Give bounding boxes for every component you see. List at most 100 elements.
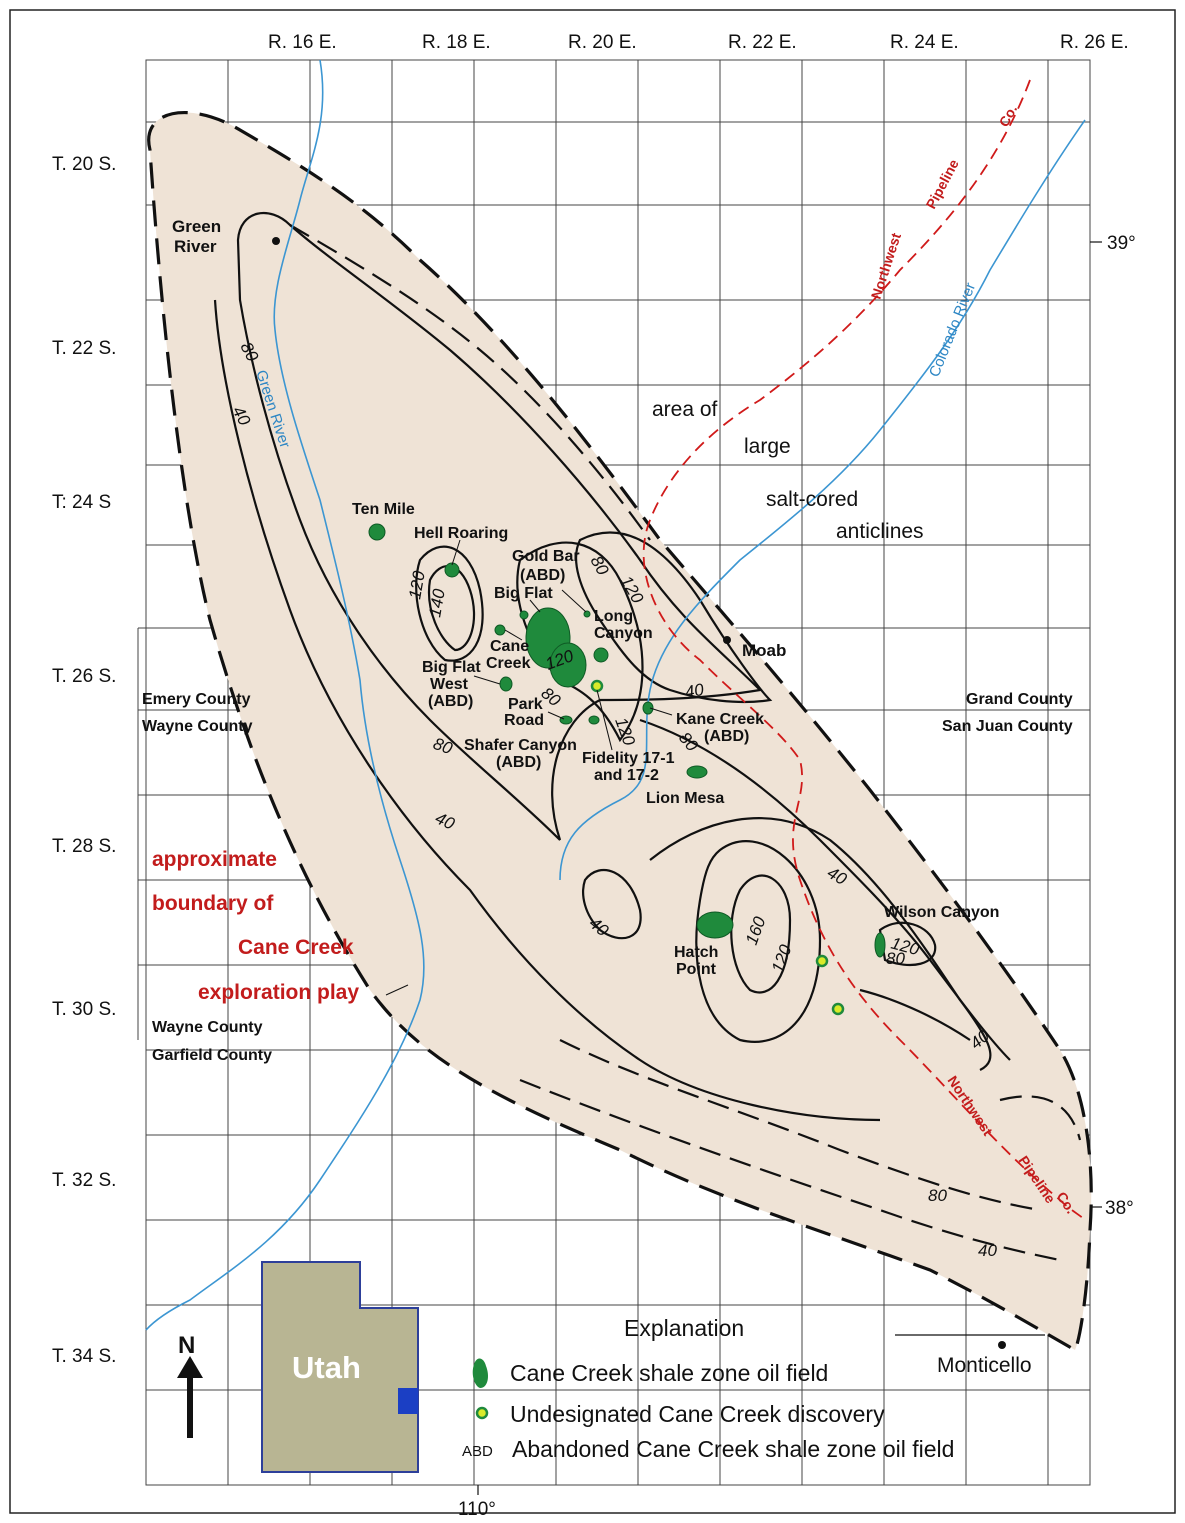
discovery-east-2	[831, 1002, 845, 1016]
small-field-1	[519, 610, 529, 620]
range-24: R. 24 E.	[890, 32, 959, 53]
legend-discovery-text: Undesignated Cane Creek discovery	[510, 1401, 885, 1427]
longitude-110: 110°	[458, 1499, 496, 1520]
lion-mesa-field	[686, 765, 708, 779]
legend-abandoned-text: Abandoned Cane Creek shale zone oil fiel…	[512, 1436, 954, 1462]
lion-mesa-label: Lion Mesa	[646, 790, 724, 807]
leader-big-flat	[529, 599, 541, 613]
garfield-county-label: Garfield County	[152, 1047, 272, 1064]
park-road-label-1: Park	[508, 696, 543, 713]
big-flat-west-field	[499, 676, 513, 692]
range-20: R. 20 E.	[568, 32, 637, 53]
discovery-fidelity	[590, 679, 604, 693]
contour-40-loop	[582, 869, 642, 940]
contour-label-140: 140	[425, 587, 449, 619]
contour-120-loop	[415, 545, 484, 662]
wayne-county-north-label: Wayne County	[142, 718, 253, 735]
north-arrow-head	[177, 1356, 203, 1378]
ten-mile-field	[368, 523, 386, 541]
township-20: T. 20 S.	[52, 154, 116, 175]
play-note-3: Cane Creek	[238, 936, 354, 959]
utah-label: Utah	[292, 1350, 361, 1385]
township-32: T. 32 S.	[52, 1170, 116, 1191]
hatch-point-field	[696, 911, 734, 939]
kane-creek-label-2: (ABD)	[704, 728, 749, 745]
pipeline-line	[642, 79, 1086, 1221]
ten-mile-label: Ten Mile	[352, 501, 415, 518]
big-flat-label: Big Flat	[494, 585, 553, 602]
leader-hell-roaring	[451, 539, 461, 566]
contour-label-40-b: 40	[683, 680, 705, 702]
big-flat-west-label-3: (ABD)	[428, 693, 473, 710]
range-22: R. 22 E.	[728, 32, 797, 53]
leader-play	[385, 984, 409, 996]
contour-dashed-east	[999, 1095, 1082, 1141]
contour-120-hatch	[695, 840, 822, 1043]
long-canyon-field	[593, 647, 609, 663]
big-flat-west-label-2: West	[430, 676, 469, 693]
township-24: T: 24 S	[52, 492, 111, 513]
wilson-canyon-label: Wilson Canyon	[884, 904, 999, 921]
latitude-39: 39°	[1107, 233, 1136, 254]
monticello-label: Monticello	[937, 1354, 1032, 1377]
play-note-2: boundary of	[152, 892, 274, 915]
contour-wilson	[878, 921, 937, 967]
small-field-2	[494, 624, 506, 636]
cane-creek-label-1: Cane	[490, 638, 529, 655]
wilson-canyon-field	[874, 932, 886, 958]
discovery-east-1	[815, 954, 829, 968]
north-label: N	[178, 1332, 195, 1359]
contour-label-40-g: 40	[978, 1241, 997, 1260]
north-arrow-shaft	[187, 1376, 193, 1438]
township-22: T. 22 S.	[52, 338, 116, 359]
contour-40-core	[575, 531, 773, 704]
long-canyon-label-1: Long	[594, 608, 633, 625]
anticline-note-2: large	[744, 435, 791, 458]
hatch-point-label-1: Hatch	[674, 944, 718, 961]
contour-160-hatch	[730, 874, 792, 994]
township-28: T. 28 S.	[52, 836, 116, 857]
anticline-note-4: anticlines	[836, 520, 924, 543]
leader-big-flat-west	[473, 675, 501, 685]
contour-label-80-g: 80	[928, 1186, 947, 1205]
legend-oil-field-symbol	[472, 1358, 488, 1388]
utah-state-shape	[261, 1261, 419, 1473]
gold-bar-label-1: Gold Bar	[512, 548, 580, 565]
green-river-line	[145, 59, 425, 1331]
fidelity-label-1: Fidelity 17-1	[582, 750, 675, 767]
legend: Explanation Cane Creek shale zone oil fi…	[462, 1315, 954, 1462]
play-note-1: approximate	[152, 848, 277, 871]
colorado-river-line	[559, 119, 1086, 881]
green-river-label-line: Green	[172, 217, 221, 236]
anticline-note-3: salt-cored	[766, 488, 858, 511]
utah-inset: Utah	[261, 1261, 419, 1473]
contour-80-outer	[236, 211, 763, 841]
cane-creek-field	[549, 642, 587, 688]
contour-label-80-f: 80	[886, 949, 905, 968]
range-16: R. 16 E.	[268, 32, 337, 53]
long-canyon-label-2: Canyon	[594, 625, 653, 642]
contour-40-south	[649, 817, 992, 1071]
legend-abd-code: ABD	[462, 1443, 493, 1460]
latitude-38: 38°	[1105, 1198, 1134, 1219]
green-river-town-dot	[272, 237, 280, 245]
shafer-canyon-label-2: (ABD)	[496, 754, 541, 771]
contour-80-dashed-north	[289, 224, 651, 541]
play-note-4: exploration play	[198, 981, 359, 1004]
leader-gold-bar	[561, 589, 587, 613]
emery-county-label: Emery County	[142, 691, 251, 708]
gold-bar-field	[583, 610, 591, 618]
leader-cane-creek	[504, 629, 523, 641]
north-arrow: N	[177, 1332, 203, 1438]
study-area-marker	[398, 1388, 418, 1414]
township-34: T. 34 S.	[52, 1346, 116, 1367]
gold-bar-label-2: (ABD)	[520, 567, 565, 584]
green-river-label-line: River	[174, 237, 217, 256]
contour-80-dashed-south	[559, 1039, 1041, 1212]
shafer-canyon-field	[588, 715, 600, 725]
legend-discovery-symbol	[475, 1406, 489, 1420]
kane-creek-label-1: Kane Creek	[676, 711, 764, 728]
cane-creek-label-2: Creek	[486, 655, 531, 672]
